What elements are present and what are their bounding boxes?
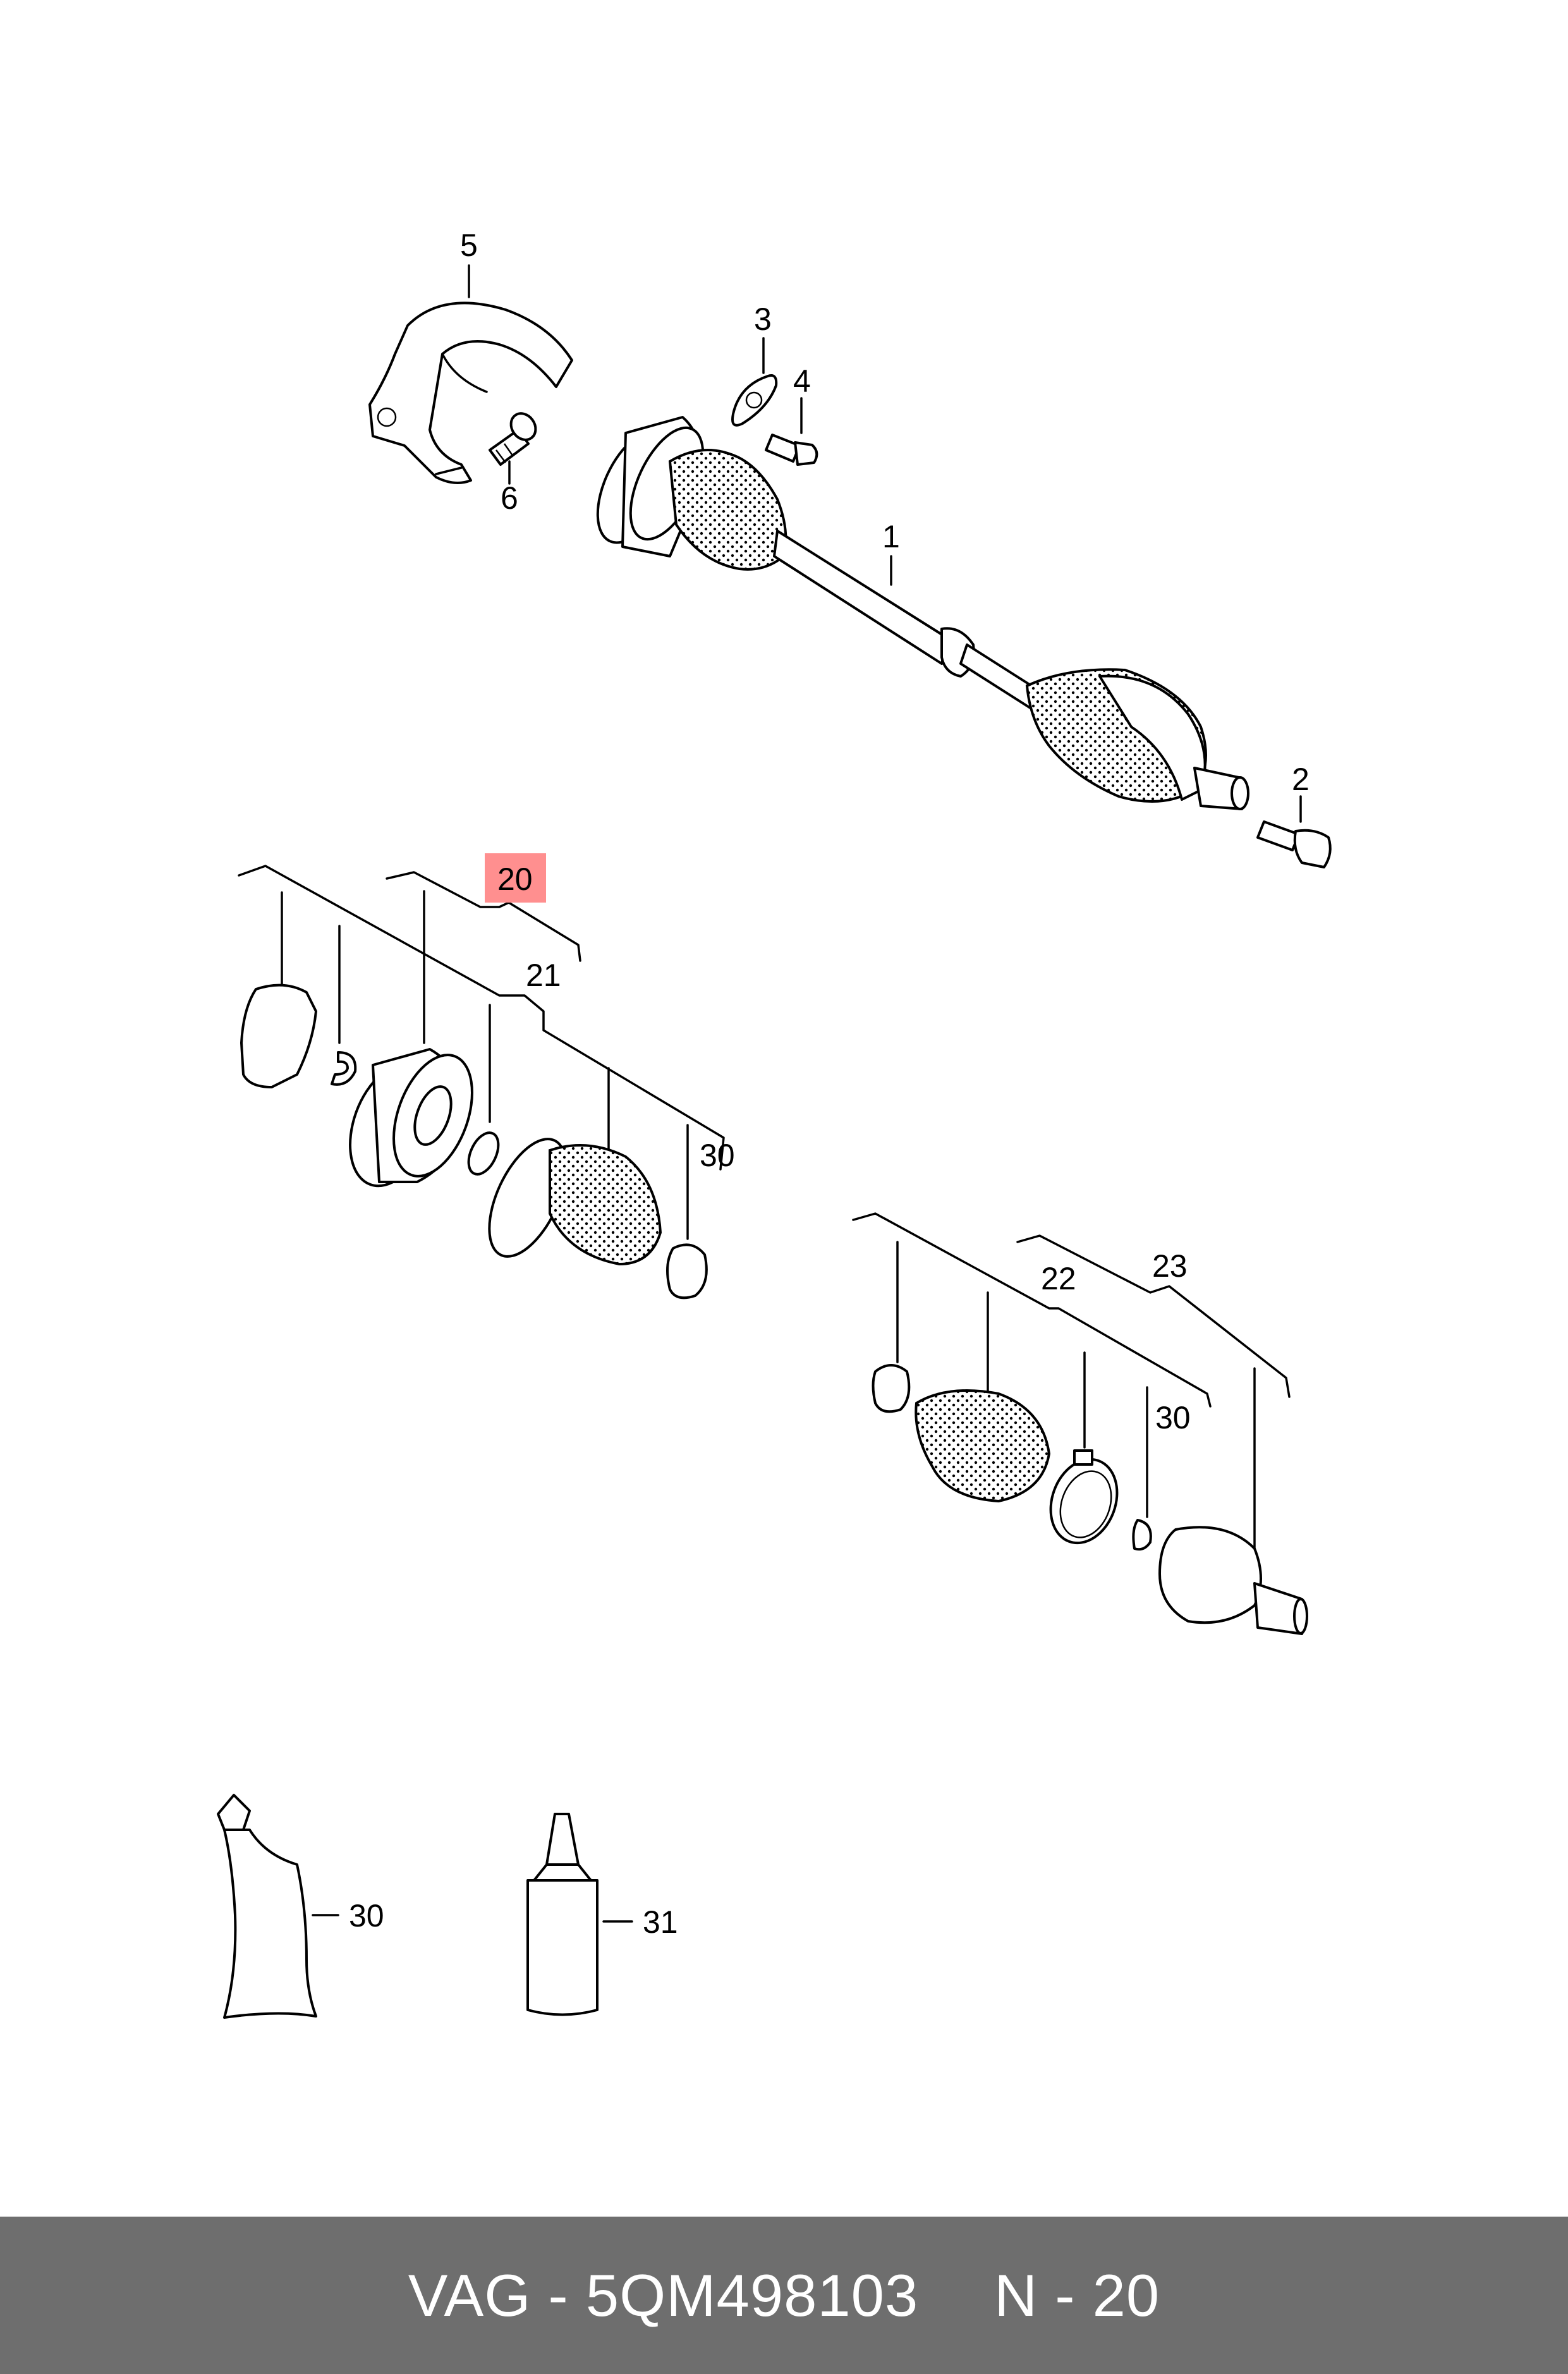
bolt-part-2 xyxy=(1256,820,1332,868)
footer-bar: VAG - 5QM498103 N - 20 xyxy=(0,2217,1568,2374)
inner-boot-kit-part xyxy=(488,1138,662,1266)
o-ring-part xyxy=(467,1131,500,1176)
callout-30-right: 30 xyxy=(1155,1400,1191,1435)
part-reference: VAG - 5QM498103 xyxy=(408,2261,919,2328)
callout-22: 22 xyxy=(1041,1261,1076,1296)
highlight-box xyxy=(485,853,546,903)
small-circlip-part xyxy=(1132,1519,1152,1551)
clamp-part-right xyxy=(872,1364,911,1413)
callout-6: 6 xyxy=(501,480,518,516)
callout-1: 1 xyxy=(882,519,900,554)
bolt-part-4 xyxy=(765,434,818,466)
callout-20: 20 xyxy=(497,861,533,897)
sealant-bottle-part xyxy=(526,1813,633,2016)
callout-5: 5 xyxy=(460,228,478,263)
clamp-part-left xyxy=(666,1243,708,1300)
kit-bracket-22-23 xyxy=(852,1212,1291,1556)
outer-joint-part xyxy=(1158,1526,1308,1635)
gasket-part xyxy=(240,983,317,1088)
kit-bracket-21-20 xyxy=(238,865,725,1240)
inner-joint-part xyxy=(349,1048,473,1188)
page-reference: N - 20 xyxy=(994,2261,1160,2328)
callout-30-tube: 30 xyxy=(349,1898,384,1933)
callout-3: 3 xyxy=(754,301,772,337)
callout-2: 2 xyxy=(1292,762,1310,797)
drive-shaft-part xyxy=(596,416,1249,810)
leader-lines-top xyxy=(468,264,1302,823)
circlip-part xyxy=(331,1051,357,1086)
callout-30-upper: 30 xyxy=(700,1138,735,1173)
callout-31: 31 xyxy=(643,1904,678,1940)
outer-boot-part xyxy=(915,1389,1051,1503)
heat-shield-part xyxy=(368,301,573,484)
callout-4: 4 xyxy=(793,363,811,399)
large-clamp-part xyxy=(1049,1449,1119,1545)
exploded-parts-diagram: 5 3 4 6 1 2 20 21 30 22 23 30 30 31 xyxy=(217,228,1332,2019)
grease-tube-part xyxy=(217,1794,339,2019)
lock-plate-part xyxy=(731,374,778,427)
callout-21: 21 xyxy=(526,958,561,993)
screw-part-6 xyxy=(489,412,537,466)
callout-23: 23 xyxy=(1152,1248,1188,1284)
